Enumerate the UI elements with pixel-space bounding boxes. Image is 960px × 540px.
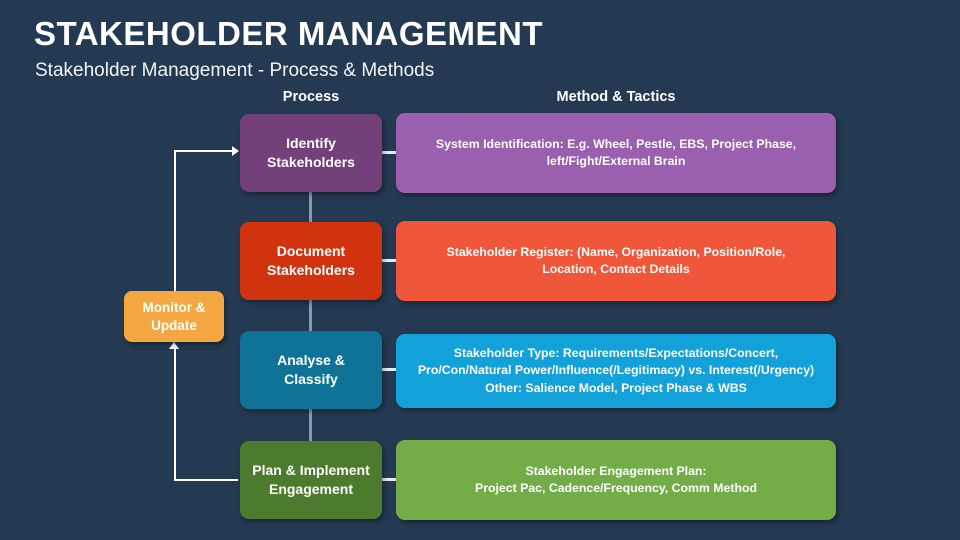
droplink-row1-row2 [309,192,312,222]
page-title: STAKEHOLDER MANAGEMENT [34,15,544,52]
method-box-1-line2: left/Fight/External Brain [546,154,686,168]
method-box-stakeholder-type[interactable]: Stakeholder Type: Requirements/Expectati… [396,334,836,408]
method-box-3-line1: Requirements/Expectations/Concert, [559,345,779,360]
connector-spine-lower [174,349,176,481]
column-header-method: Method & Tactics [556,89,676,105]
method-box-2-line2: Location, Contact Details [542,262,690,276]
process-box-plan-line1: Plan & Implement [252,462,370,479]
process-box-analyse-classify[interactable]: Analyse & Classify [240,331,382,409]
monitor-update-line2: Update [151,317,197,333]
process-box-document-line2: Stakeholders [267,262,355,278]
droplink-row2-row3 [309,300,312,331]
connector-spine-upper [174,150,176,291]
stub-row2 [381,259,397,262]
method-box-4-label: Stakeholder Engagement Plan: [525,463,707,478]
method-box-1-line1: E.g. Wheel, Pestle, EBS, Project Phase, [563,136,797,151]
method-box-2-label: Stakeholder Register: [446,244,574,259]
monitor-update-box[interactable]: Monitor & Update [124,291,224,342]
method-box-4-line2: Project Pac, Cadence/Frequency, Comm Met… [475,481,757,495]
stub-row4 [381,478,397,481]
stub-row1 [381,151,397,154]
process-box-plan-implement-engagement[interactable]: Plan & Implement Engagement [240,441,382,519]
process-box-identify-stakeholders[interactable]: Identify Stakeholders [240,114,382,192]
method-box-system-identification[interactable]: System Identification: E.g. Wheel, Pestl… [396,113,836,193]
method-box-3-label: Stakeholder Type: [453,345,560,360]
process-box-document-stakeholders[interactable]: Document Stakeholders [240,222,382,300]
method-box-engagement-plan[interactable]: Stakeholder Engagement Plan: Project Pac… [396,440,836,520]
column-header-process: Process [282,89,340,105]
method-box-3-line2: Pro/Con/Natural Power/Influence(/Legitim… [417,363,815,378]
process-box-analyse-line1: Analyse & [277,352,345,369]
method-box-1-label: System Identification: [435,136,564,151]
process-box-identify-line2: Stakeholders [267,154,355,170]
page-subtitle: Stakeholder Management - Process & Metho… [35,60,435,81]
process-box-analyse-line2: Classify [284,371,338,387]
arrow-into-identify [232,146,239,156]
monitor-update-line1: Monitor & [142,299,206,315]
process-box-plan-line2: Engagement [268,481,353,497]
method-box-3-line3: Other: Salience Model, Project Phase & W… [485,380,747,395]
process-box-identify-line1: Identify [286,135,336,152]
method-box-stakeholder-register[interactable]: Stakeholder Register: (Name, Organizatio… [396,221,836,301]
connector-top-horizontal [174,150,234,152]
stub-row3 [381,368,397,371]
process-box-document-line1: Document [276,243,346,260]
droplink-row3-row4 [309,409,312,441]
connector-bottom-horizontal [174,479,238,481]
method-box-2-line1: (Name, Organization, Position/Role, [573,244,786,259]
arrow-into-monitor [169,342,179,349]
